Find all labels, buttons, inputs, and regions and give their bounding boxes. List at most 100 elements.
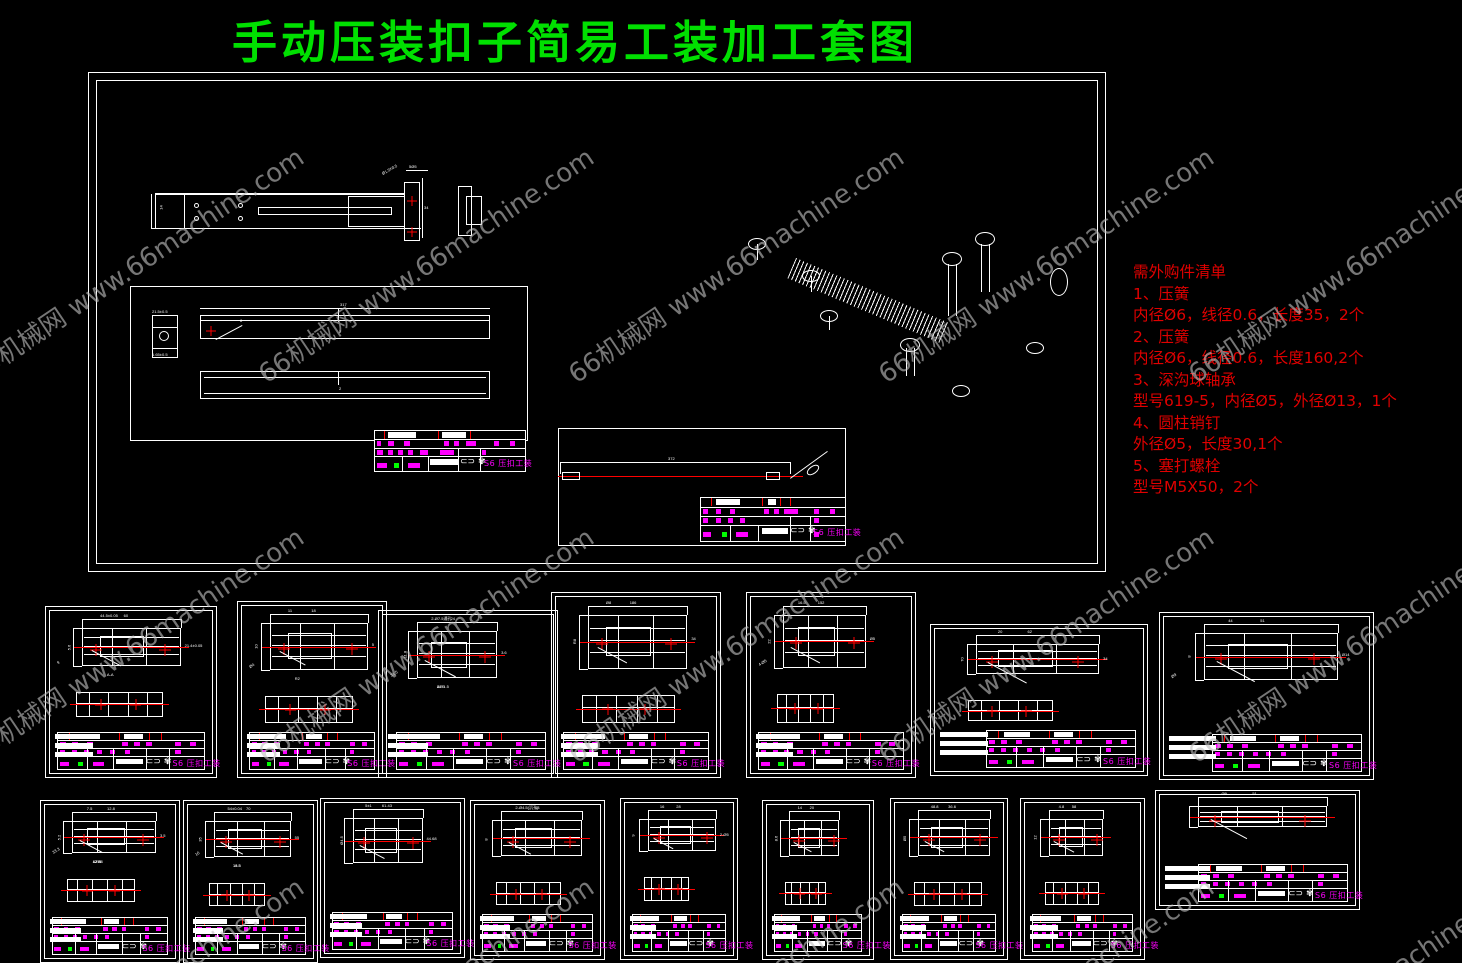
- title-block-cell: [375, 930, 380, 934]
- revision-bar: [561, 743, 599, 748]
- center-mark: [536, 889, 547, 900]
- title-block-divider: [123, 918, 125, 925]
- extension-line: [1327, 797, 1328, 807]
- dimension-text: 2-R1.5: [436, 684, 449, 690]
- title-block-project-label: S6 压扣工装: [1110, 941, 1159, 950]
- title-block-cell: [521, 932, 526, 936]
- title-block-cell: [1059, 932, 1063, 936]
- part-edge: [999, 701, 1001, 721]
- revision-bar: [561, 752, 599, 757]
- revision-bar: [900, 925, 926, 930]
- title-block-cell: [1290, 744, 1296, 748]
- revision-bar: [193, 928, 223, 933]
- revision-bar: [193, 937, 223, 942]
- extension-line: [1198, 797, 1200, 807]
- title-block-divider: [1269, 750, 1270, 772]
- detail-sheet-1-border: [45, 606, 217, 778]
- part-edge: [73, 842, 154, 844]
- revision-bar: [630, 916, 656, 921]
- extension-line: [966, 674, 976, 676]
- title-block-cell: [565, 762, 575, 766]
- title-block-divider: [967, 915, 969, 922]
- part-edge: [1206, 655, 1336, 657]
- title-block-divider: [592, 748, 594, 770]
- part-edge: [1206, 665, 1336, 667]
- title-block-cell: [239, 944, 260, 949]
- center-mark: [1091, 834, 1103, 846]
- title-block-divider: [133, 918, 135, 925]
- title-block-divider: [1092, 930, 1094, 952]
- extension-line: [1039, 818, 1049, 820]
- center-mark: [654, 884, 665, 895]
- extension-line: [343, 818, 353, 820]
- extension-line: [1103, 809, 1105, 819]
- part-edge: [919, 828, 989, 829]
- title-block-cell: [1112, 924, 1117, 928]
- title-block-divider: [528, 915, 530, 922]
- part-edge: [84, 645, 179, 647]
- center-mark: [974, 834, 986, 846]
- title-block-divider: [618, 748, 620, 770]
- title-block-cell: [1213, 874, 1219, 878]
- title-block-cell: [294, 750, 299, 754]
- extension-line: [838, 811, 840, 821]
- title-block-cell: [462, 742, 468, 746]
- extension-line: [588, 606, 589, 615]
- extension-line: [774, 615, 783, 616]
- title-block-cell: [486, 742, 492, 746]
- title-block-rule: [564, 748, 708, 749]
- title-block-rule: [250, 740, 374, 741]
- centreline-secondary: [60, 890, 142, 892]
- revision-bar: [1030, 925, 1058, 930]
- dimension-text: 60: [123, 612, 129, 618]
- title-block-cell: [1216, 866, 1242, 871]
- center-mark: [407, 227, 417, 237]
- title-block-cell: [805, 932, 809, 936]
- part-edge: [354, 839, 421, 841]
- center-mark: [811, 888, 822, 899]
- title-block-cell: [977, 932, 981, 936]
- title-block-divider: [1275, 735, 1276, 742]
- extension-line: [73, 627, 83, 629]
- bom-line: 4、圆柱销钉: [1133, 413, 1221, 432]
- centreline: [205, 838, 299, 840]
- title-block-cell: [778, 762, 784, 766]
- centreline: [909, 837, 999, 839]
- detail-sheet-12-inner-border: [624, 802, 734, 956]
- dimension-text: 8: [1186, 655, 1192, 658]
- title-block-rule: [1213, 750, 1361, 751]
- dimension-text: Ø14: [1341, 651, 1350, 657]
- dimension-text: 48.8: [930, 803, 939, 809]
- title-block-divider: [327, 733, 329, 740]
- center-mark: [1308, 653, 1320, 665]
- title-block-project-label: S6 压扣工装: [705, 941, 754, 950]
- title-block-cell: [531, 916, 547, 921]
- title-block-rule: [1199, 872, 1347, 873]
- title-block-divider: [1052, 930, 1054, 952]
- dimension-line: [62, 820, 64, 853]
- title-block-rule: [564, 756, 708, 757]
- title-block-divider: [501, 733, 502, 740]
- revision-bar: [940, 750, 988, 755]
- title-block-cell: [474, 742, 480, 746]
- company-logo-icon: ⊂⊃ ✾: [121, 942, 148, 952]
- extension-line: [491, 856, 501, 858]
- company-logo-icon: ⊂⊃ ✾: [404, 937, 431, 947]
- dimension-text: 10: [254, 644, 260, 649]
- title-block-cell: [1076, 740, 1082, 744]
- title-block-cell: [1252, 882, 1258, 886]
- title-block-rule: [333, 928, 452, 929]
- dimension-text: 16.5: [232, 862, 241, 868]
- title-block-divider: [1100, 746, 1101, 768]
- part-edge: [317, 697, 319, 722]
- extension-line: [497, 622, 499, 632]
- title-block-divider: [86, 748, 88, 770]
- revision-bar: [193, 919, 223, 924]
- dimension-line: [588, 606, 688, 607]
- title-block-divider: [828, 915, 830, 922]
- bom-line: 内径Ø6，线径0.6，长度160,2个: [1133, 349, 1364, 367]
- title-block-cell: [299, 759, 323, 764]
- part-edge: [649, 826, 714, 828]
- center-mark: [789, 703, 800, 714]
- title-block-cell: [314, 742, 320, 746]
